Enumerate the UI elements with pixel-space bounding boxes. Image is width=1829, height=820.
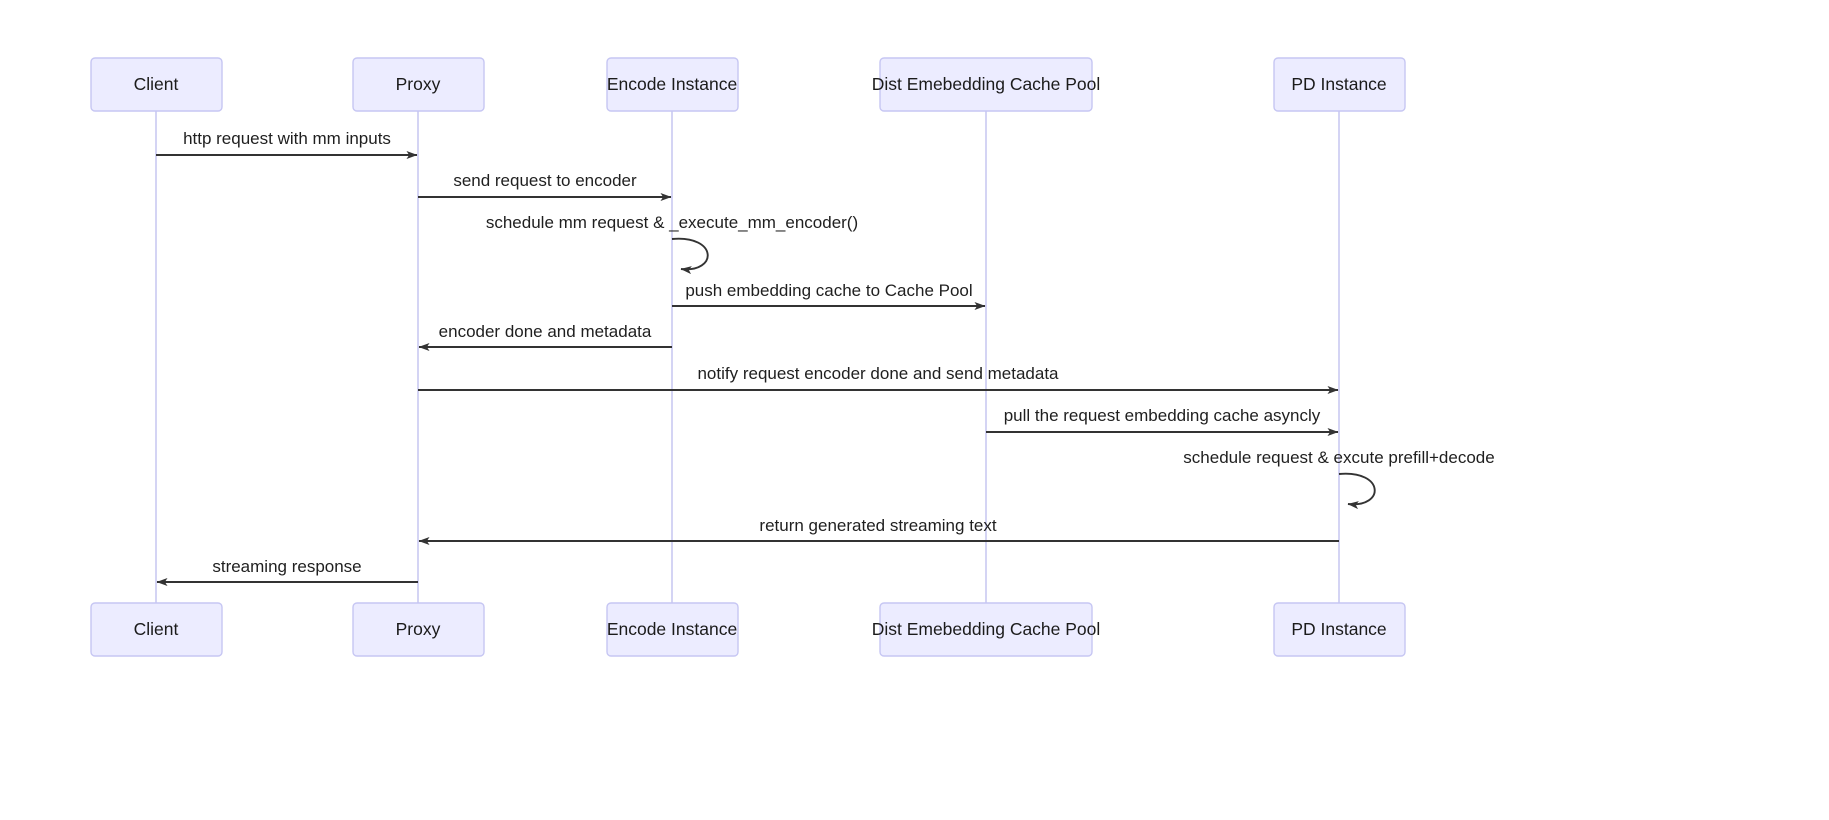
actor-box-proxy-top[interactable] xyxy=(352,57,485,112)
actor-label-cachepool-top: Dist Emebedding Cache Pool xyxy=(872,74,1101,94)
message-label-1: http request with mm inputs xyxy=(183,129,391,148)
message-label-8: schedule request & excute prefill+decode xyxy=(1183,448,1494,467)
actor-pd-bottom[interactable]: PD Instance xyxy=(1273,602,1406,657)
message-label-9: return generated streaming text xyxy=(759,516,996,535)
actors-bottom-group: Client Proxy Encode Instance Dist Emebeddin… xyxy=(90,602,1406,657)
actor-box-encode-top[interactable] xyxy=(606,57,739,112)
actor-label-client-top: Client xyxy=(134,74,179,94)
actor-box-cachepool-bottom[interactable] xyxy=(879,602,1093,657)
actor-cachepool-bottom[interactable]: Dist Emebedding Cache Pool xyxy=(872,602,1101,657)
message-label-3: schedule mm request & _execute_mm_encode… xyxy=(486,213,858,232)
message-1: http request with mm inputs xyxy=(156,129,418,159)
actor-label-proxy-top: Proxy xyxy=(396,74,441,94)
actor-encode-bottom[interactable]: Encode Instance xyxy=(606,602,739,657)
message-label-5: encoder done and metadata xyxy=(439,322,652,341)
actor-proxy-bottom[interactable]: Proxy xyxy=(352,602,485,657)
actor-client-bottom[interactable]: Client xyxy=(90,602,223,657)
actor-box-cachepool-top[interactable] xyxy=(879,57,1093,112)
actor-label-cachepool-bottom: Dist Emebedding Cache Pool xyxy=(872,619,1101,639)
actor-box-pd-bottom[interactable] xyxy=(1273,602,1406,657)
actor-encode-top[interactable]: Encode Instance xyxy=(606,57,739,112)
actor-label-pd-top: PD Instance xyxy=(1291,74,1386,94)
actors-top-group: Client Proxy Encode Instance Dist Emebeddin… xyxy=(90,57,1406,112)
message-6: notify request encoder done and send met… xyxy=(418,364,1339,394)
actor-label-encode-top: Encode Instance xyxy=(607,74,737,94)
actor-box-client-top[interactable] xyxy=(90,57,223,112)
actor-client-top[interactable]: Client xyxy=(90,57,223,112)
messages-group: http request with mm inputs send request … xyxy=(156,129,1495,586)
message-label-10: streaming response xyxy=(212,557,361,576)
actor-box-proxy-bottom[interactable] xyxy=(352,602,485,657)
actor-box-client-bottom[interactable] xyxy=(90,602,223,657)
message-4: push embedding cache to Cache Pool xyxy=(672,281,986,310)
message-label-4: push embedding cache to Cache Pool xyxy=(685,281,972,300)
message-9: return generated streaming text xyxy=(418,516,1339,545)
message-2: send request to encoder xyxy=(418,171,672,201)
actor-cachepool-top[interactable]: Dist Emebedding Cache Pool xyxy=(872,57,1101,112)
actor-box-pd-top[interactable] xyxy=(1273,57,1406,112)
message-self-loop-8 xyxy=(1338,472,1376,510)
actor-proxy-top[interactable]: Proxy xyxy=(352,57,485,112)
actor-pd-top[interactable]: PD Instance xyxy=(1273,57,1406,112)
actor-label-pd-bottom: PD Instance xyxy=(1291,619,1386,639)
message-self-loop-3 xyxy=(671,237,709,275)
message-label-7: pull the request embedding cache asyncly xyxy=(1004,406,1321,425)
message-label-6: notify request encoder done and send met… xyxy=(697,364,1059,383)
message-5: encoder done and metadata xyxy=(418,322,672,351)
message-10: streaming response xyxy=(156,557,418,586)
message-label-2: send request to encoder xyxy=(453,171,637,190)
lifelines-group xyxy=(155,111,1340,603)
message-7: pull the request embedding cache asyncly xyxy=(986,406,1339,436)
actor-label-client-bottom: Client xyxy=(134,619,179,639)
message-8: schedule request & excute prefill+decode xyxy=(1183,448,1495,510)
message-3: schedule mm request & _execute_mm_encode… xyxy=(486,213,858,275)
actor-label-proxy-bottom: Proxy xyxy=(396,619,441,639)
actor-label-encode-bottom: Encode Instance xyxy=(607,619,737,639)
actor-box-encode-bottom[interactable] xyxy=(606,602,739,657)
